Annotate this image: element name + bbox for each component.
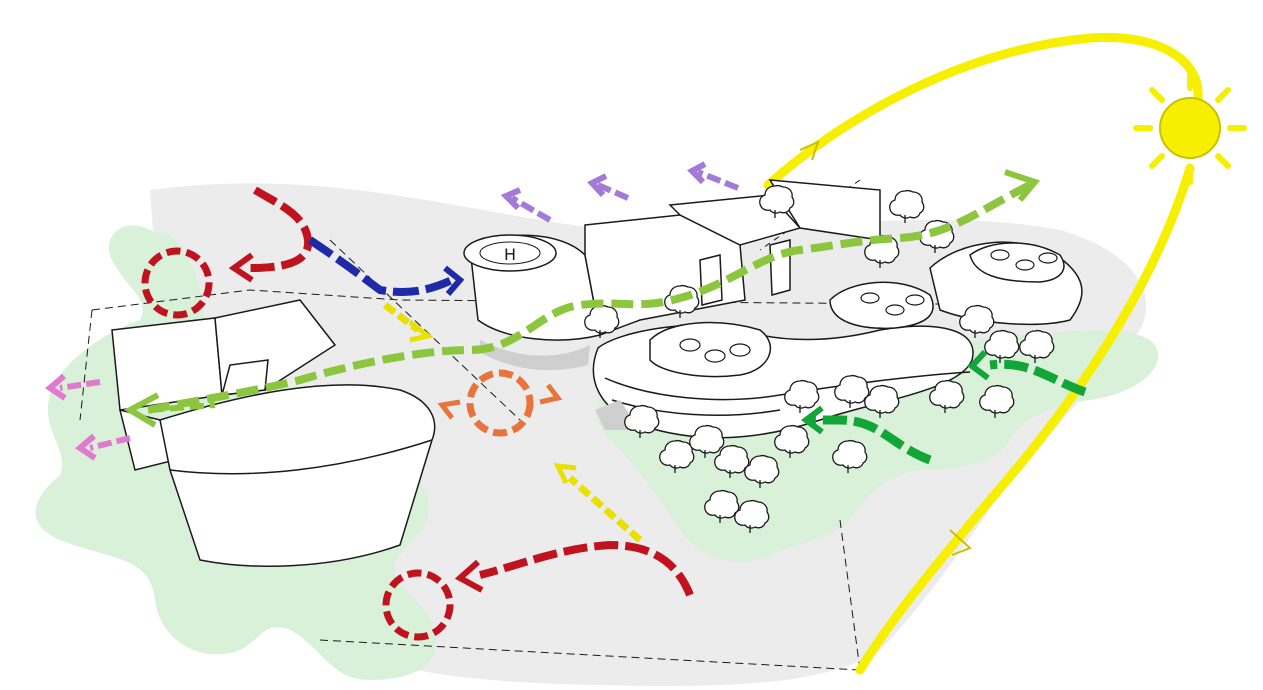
helipad-icon: H: [463, 234, 557, 272]
sun-path-arc: [763, 32, 1203, 190]
sun-icon: [1133, 71, 1247, 185]
drop-off-circle-icon: [141, 247, 213, 319]
wind-arrow-east-arrowhead: [967, 349, 990, 381]
service-access-path: [307, 236, 454, 296]
view-arrows-north: [500, 161, 740, 223]
wind-arrow-south: [810, 415, 932, 465]
pedestrian-path-arrowhead-west: [123, 392, 160, 428]
drop-off-circle-icon: [382, 569, 454, 641]
sun-path-arrow-1: [799, 140, 820, 161]
helipad-letter: H: [504, 245, 516, 264]
sun-sightline-arrowhead-north: [408, 320, 434, 343]
building-west-block: [111, 299, 436, 567]
vehicle-access-north-arrowhead: [228, 252, 254, 283]
pedestrian-path-arrowhead-east: [1004, 169, 1041, 202]
view-arrows-west: [45, 373, 131, 461]
wind-arrow-south-arrowhead: [801, 405, 824, 435]
sun-path-arrow-2: [949, 529, 972, 556]
sun-sightline-arrowhead-south: [553, 463, 577, 485]
pedestrian-path-branch: [149, 402, 216, 413]
vehicle-access-north: [249, 186, 313, 272]
vehicle-access-south: [479, 540, 694, 597]
sun-sightline-arrow-south: [567, 475, 643, 543]
building-triangle-wings: [592, 241, 1083, 439]
site-boundary-line: [79, 239, 1061, 671]
vehicle-access-south-arrowhead: [454, 559, 484, 593]
wind-arrow-east: [989, 359, 1087, 397]
sun-sightline-west: [759, 179, 861, 251]
pedestrian-path: [147, 181, 1032, 414]
emergency-loop-icon: [437, 369, 563, 437]
tree-icon: [889, 189, 925, 224]
building-shadow: [480, 340, 590, 371]
building-skylights: [679, 249, 1058, 363]
sun-path-descent: [855, 163, 1195, 675]
service-access-arrowhead: [443, 265, 465, 296]
